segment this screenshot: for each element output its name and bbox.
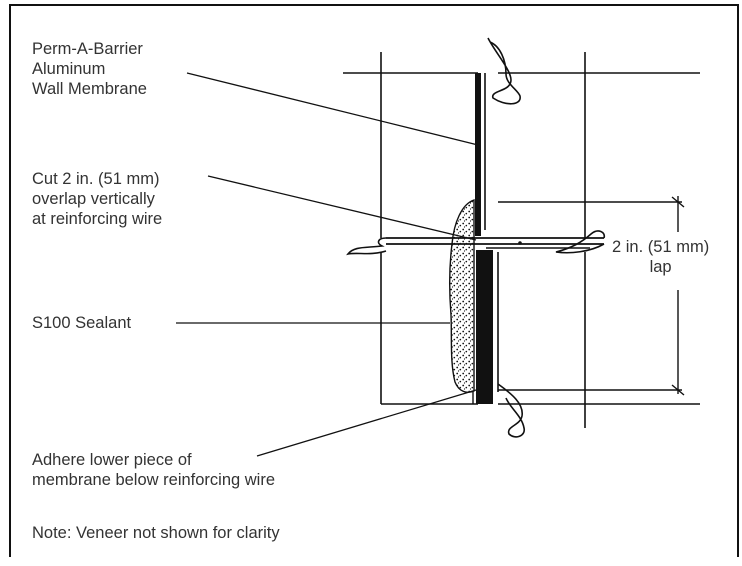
top-break-symbol <box>487 37 521 105</box>
adhere-label-line-2: membrane below reinforcing wire <box>32 471 276 489</box>
cut-overlap-label-line-3: at reinforcing wire <box>32 210 163 228</box>
reinforcing-wire <box>346 230 606 256</box>
lap-dimension <box>498 196 685 396</box>
upper-block <box>343 52 700 238</box>
lap-label-line-2: lap <box>649 258 672 276</box>
bottom-break-symbol <box>497 383 525 438</box>
lap-label-line-1: 2 in. (51 mm) <box>612 238 710 256</box>
upper-membrane <box>475 73 486 236</box>
membrane-label-line-1: Perm-A-Barrier <box>32 40 143 58</box>
cut-overlap-label-line-1: Cut 2 in. (51 mm) <box>32 170 160 188</box>
sealant-label: S100 Sealant <box>32 313 131 333</box>
note-label: Note: Veneer not shown for clarity <box>32 523 280 543</box>
adhere-label: Adhere lower piece of membrane below rei… <box>32 450 275 490</box>
cut-overlap-leader-line <box>207 175 477 241</box>
membrane-label-line-2: Aluminum <box>32 60 106 78</box>
lap-label: 2 in. (51 mm) lap <box>612 237 709 277</box>
membrane-leader-line <box>186 72 479 146</box>
cut-overlap-label: Cut 2 in. (51 mm) overlap vertically at … <box>32 169 162 229</box>
adhere-leader-line <box>256 389 477 457</box>
sealant-bead <box>448 199 475 393</box>
sealant-label-line-1: S100 Sealant <box>32 314 132 332</box>
membrane-label: Perm-A-Barrier Aluminum Wall Membrane <box>32 39 147 99</box>
lower-membrane <box>472 250 493 404</box>
membrane-label-line-3: Wall Membrane <box>32 80 147 98</box>
note-label-line-1: Note: Veneer not shown for clarity <box>32 524 280 542</box>
lower-block <box>380 252 700 428</box>
cut-overlap-label-line-2: overlap vertically <box>32 190 155 208</box>
adhere-label-line-1: Adhere lower piece of <box>32 451 192 469</box>
